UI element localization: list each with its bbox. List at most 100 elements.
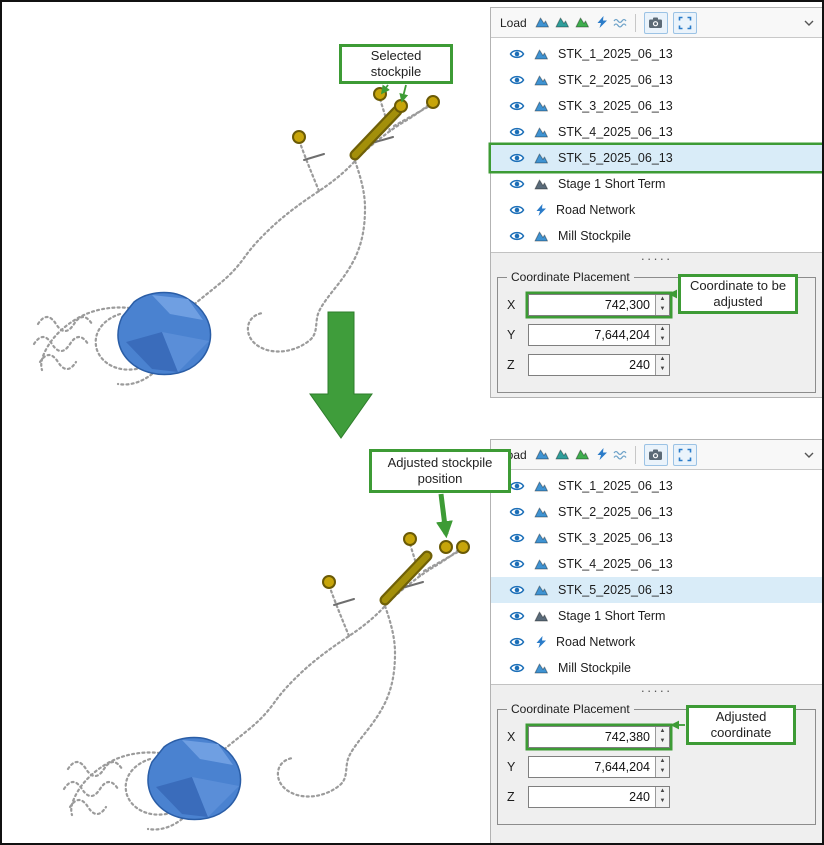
- z-coordinate-input[interactable]: 240 ▲▼: [528, 354, 670, 376]
- callout-selected-stockpile: Selected stockpile: [339, 44, 453, 84]
- stage-icon: [534, 178, 549, 191]
- layer-label: STK_3_2025_06_13: [558, 531, 673, 545]
- chevron-down-icon[interactable]: [804, 451, 816, 458]
- stockpile-icon: [534, 48, 549, 61]
- visibility-eye-icon[interactable]: [509, 584, 525, 596]
- waves-icon[interactable]: [613, 17, 627, 29]
- layer-row-stk3[interactable]: STK_3_2025_06_13: [491, 525, 822, 551]
- panel-splitter-handle[interactable]: ·····: [640, 683, 673, 698]
- y-label: Y: [507, 328, 516, 342]
- layer-label: Road Network: [556, 635, 636, 649]
- visibility-eye-icon[interactable]: [509, 636, 525, 648]
- stockpile-green-icon[interactable]: [575, 16, 590, 29]
- expand-button[interactable]: [672, 11, 697, 34]
- layer-label: STK_5_2025_06_13: [558, 151, 673, 165]
- layer-row-stk5-selected[interactable]: STK_5_2025_06_13: [491, 577, 822, 603]
- road-network-icon: [534, 635, 547, 649]
- visibility-eye-icon[interactable]: [509, 506, 525, 518]
- map-view-after[interactable]: [32, 447, 532, 845]
- z-label: Z: [507, 790, 515, 804]
- layer-row-stage1[interactable]: Stage 1 Short Term: [491, 171, 822, 197]
- layer-row-mill-stockpile[interactable]: Mill Stockpile: [491, 223, 822, 249]
- visibility-eye-icon[interactable]: [509, 48, 525, 60]
- layer-row-stk1[interactable]: STK_1_2025_06_13: [491, 41, 822, 67]
- coordinate-placement-group: Coordinate Placement X 742,300 ▲▼ Y 7,64…: [497, 270, 816, 393]
- x-coordinate-value: 742,300: [604, 298, 650, 312]
- x-coordinate-input[interactable]: 742,300 ▲▼: [528, 294, 670, 316]
- x-spinner[interactable]: ▲▼: [655, 727, 669, 747]
- visibility-eye-icon[interactable]: [509, 230, 525, 242]
- visibility-eye-icon[interactable]: [509, 662, 525, 674]
- y-coordinate-input[interactable]: 7,644,204 ▲▼: [528, 756, 670, 778]
- stockpile-blue-icon[interactable]: [535, 448, 550, 461]
- layer-label: STK_2_2025_06_13: [558, 73, 673, 87]
- visibility-eye-icon[interactable]: [509, 532, 525, 544]
- layer-label: STK_4_2025_06_13: [558, 557, 673, 571]
- stockpile-icon: [534, 152, 549, 165]
- layer-row-road-network[interactable]: Road Network: [491, 197, 822, 223]
- z-coordinate-value: 240: [629, 790, 650, 804]
- visibility-eye-icon[interactable]: [509, 152, 525, 164]
- x-coordinate-input[interactable]: 742,380 ▲▼: [528, 726, 670, 748]
- layer-row-road-network[interactable]: Road Network: [491, 629, 822, 655]
- visibility-eye-icon[interactable]: [509, 204, 525, 216]
- layer-row-stk1[interactable]: STK_1_2025_06_13: [491, 473, 822, 499]
- layer-row-stk2[interactable]: STK_2_2025_06_13: [491, 67, 822, 93]
- expand-button[interactable]: [672, 443, 697, 466]
- stockpile-icon: [534, 100, 549, 113]
- layer-label: STK_4_2025_06_13: [558, 125, 673, 139]
- z-coordinate-value: 240: [629, 358, 650, 372]
- layers-panel-before: Load STK_1_2025_06_13 STK_2_2025_06_13: [490, 7, 822, 398]
- layer-row-stk5-selected[interactable]: STK_5_2025_06_13: [491, 145, 822, 171]
- y-coordinate-input[interactable]: 7,644,204 ▲▼: [528, 324, 670, 346]
- layer-row-stage1[interactable]: Stage 1 Short Term: [491, 603, 822, 629]
- layer-list: STK_1_2025_06_13 STK_2_2025_06_13 STK_3_…: [491, 38, 822, 253]
- layer-row-stk2[interactable]: STK_2_2025_06_13: [491, 499, 822, 525]
- visibility-eye-icon[interactable]: [509, 610, 525, 622]
- z-spinner[interactable]: ▲▼: [655, 787, 669, 807]
- visibility-eye-icon[interactable]: [509, 100, 525, 112]
- layer-label: STK_1_2025_06_13: [558, 479, 673, 493]
- x-spinner[interactable]: ▲▼: [655, 295, 669, 315]
- callout-adjusted-coordinate: Adjusted coordinate: [686, 705, 796, 745]
- road-bolt-icon[interactable]: [595, 448, 608, 461]
- visibility-eye-icon[interactable]: [509, 558, 525, 570]
- toolbar-separator: [634, 13, 636, 32]
- panel-toolbar: Load: [491, 8, 822, 38]
- stockpile-icon: [534, 74, 549, 87]
- stockpile-teal-icon[interactable]: [555, 16, 570, 29]
- layer-row-stk4[interactable]: STK_4_2025_06_13: [491, 119, 822, 145]
- stockpile-marker-selected[interactable]: [394, 99, 408, 113]
- layer-row-stk3[interactable]: STK_3_2025_06_13: [491, 93, 822, 119]
- layer-label: Stage 1 Short Term: [558, 609, 666, 623]
- visibility-eye-icon[interactable]: [509, 480, 525, 492]
- camera-button[interactable]: [643, 443, 668, 466]
- waves-icon[interactable]: [613, 449, 627, 461]
- chevron-down-icon[interactable]: [804, 19, 816, 26]
- stockpile-icon: [534, 584, 549, 597]
- z-coordinate-input[interactable]: 240 ▲▼: [528, 786, 670, 808]
- z-spinner[interactable]: ▲▼: [655, 355, 669, 375]
- stockpile-icon: [534, 662, 549, 675]
- stockpile-teal-icon[interactable]: [555, 448, 570, 461]
- camera-button[interactable]: [643, 11, 668, 34]
- road-bolt-icon[interactable]: [595, 16, 608, 29]
- visibility-eye-icon[interactable]: [509, 126, 525, 138]
- layer-label: Mill Stockpile: [558, 229, 631, 243]
- stockpile-marker-adjusted[interactable]: [439, 540, 453, 554]
- y-coordinate-value: 7,644,204: [594, 760, 650, 774]
- y-label: Y: [507, 760, 516, 774]
- panel-splitter-handle[interactable]: ·····: [640, 251, 673, 266]
- callout-coordinate-to-be-adjusted: Coordinate to be adjusted: [678, 274, 798, 314]
- visibility-eye-icon[interactable]: [509, 74, 525, 86]
- layer-list: STK_1_2025_06_13 STK_2_2025_06_13 STK_3_…: [491, 470, 822, 685]
- stockpile-green-icon[interactable]: [575, 448, 590, 461]
- stockpile-blue-icon[interactable]: [535, 16, 550, 29]
- layer-row-mill-stockpile[interactable]: Mill Stockpile: [491, 655, 822, 681]
- y-spinner[interactable]: ▲▼: [655, 325, 669, 345]
- layer-row-stk4[interactable]: STK_4_2025_06_13: [491, 551, 822, 577]
- y-spinner[interactable]: ▲▼: [655, 757, 669, 777]
- visibility-eye-icon[interactable]: [509, 178, 525, 190]
- load-button[interactable]: Load: [500, 15, 527, 30]
